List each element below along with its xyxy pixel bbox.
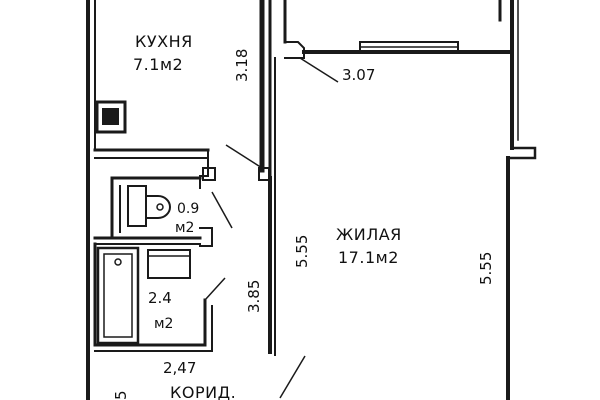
walls <box>86 0 537 400</box>
toilet-area-unit: м2 <box>175 220 194 236</box>
living-top-notch <box>284 41 305 59</box>
vent-shaft-inner <box>102 108 119 125</box>
kitchen-name: КУХНЯ <box>135 32 193 51</box>
bath-area-unit: м2 <box>154 316 173 332</box>
bath-door-leaf <box>204 277 226 301</box>
bathtub-inner <box>103 253 133 338</box>
living-name: ЖИЛАЯ <box>336 225 402 244</box>
bath-area-value: 2.4 <box>148 289 172 307</box>
corridor-width-dim: 2,47 <box>163 359 196 377</box>
wall-post-small <box>202 167 216 181</box>
balcony-width-dim: 3.07 <box>342 66 375 84</box>
toilet-tank <box>127 185 147 227</box>
toilet-door-leaf <box>211 191 233 229</box>
toilet-wall-corner <box>199 227 213 247</box>
bathtub-drain <box>114 258 122 266</box>
toilet-area-value: 0.9 <box>177 201 199 217</box>
living-left-dim: 5.55 <box>293 235 311 268</box>
corridor-name: КОРИД. <box>170 383 236 400</box>
wall-post <box>258 167 270 181</box>
fixtures <box>95 100 191 345</box>
right-notch <box>506 146 537 160</box>
corridor-door-leaf <box>279 355 306 399</box>
bathtub <box>96 246 140 345</box>
living-right-dim: 5.55 <box>477 252 495 285</box>
kitchen-area: 7.1м2 <box>133 55 183 74</box>
living-area: 17.1м2 <box>338 248 399 267</box>
kitchen-door-leaf <box>225 144 263 169</box>
kitchen-height-dim: 3.18 <box>233 49 251 82</box>
doors <box>204 57 339 399</box>
bath-length-dim: 3.85 <box>245 280 263 313</box>
sink <box>147 249 191 279</box>
corridor-partial-dim: 5 <box>112 390 130 400</box>
toilet-bowl <box>145 195 171 219</box>
living-door-leaf <box>299 57 339 83</box>
vent-shaft <box>95 100 127 134</box>
toilet-drain <box>156 203 164 211</box>
